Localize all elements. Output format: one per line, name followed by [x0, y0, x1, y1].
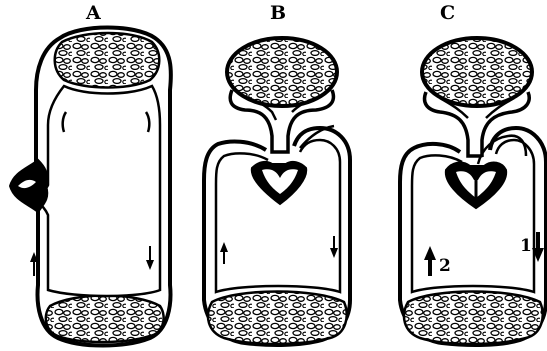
panel-b-gill-capillary-bed [227, 38, 337, 106]
panel-a-bottom-capillary-bed [46, 296, 164, 343]
panel-a-top-capillary-bed [55, 33, 160, 88]
panel-c-diagram [400, 38, 546, 345]
arrow-number-2: 2 [439, 256, 451, 276]
panel-c-lung-capillary-bed [422, 38, 532, 106]
panel-b-bottom-capillary-bed [208, 292, 347, 345]
panel-a-inner-lumen [36, 86, 160, 296]
panel-a-diagram [10, 28, 171, 346]
arrow-number-1: 1 [520, 236, 532, 256]
panel-b-diagram [204, 38, 350, 345]
panel-c-bottom-capillary-bed [404, 292, 543, 345]
